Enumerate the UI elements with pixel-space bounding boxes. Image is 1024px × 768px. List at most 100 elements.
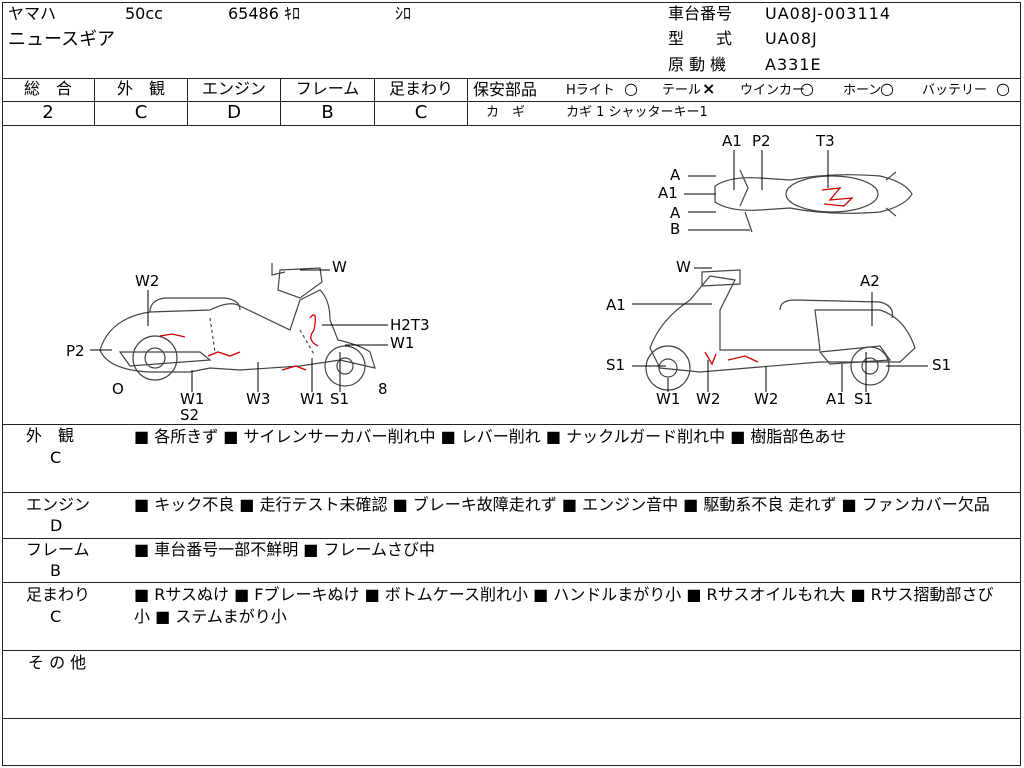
- safety-mark-winker: ○: [800, 79, 814, 98]
- maker: ヤマハ: [8, 4, 57, 23]
- divider: [467, 78, 468, 125]
- svg-text:S1: S1: [932, 356, 951, 374]
- safety-mark-battery: ○: [996, 79, 1010, 98]
- grade-value-exterior: C: [134, 102, 148, 123]
- grade-label-frame: フレーム: [295, 79, 360, 98]
- section-grade: C: [50, 607, 62, 626]
- grade-label-exterior: 外 観: [116, 79, 165, 98]
- svg-text:W1: W1: [390, 334, 414, 352]
- divider: [2, 125, 1021, 126]
- damage-marks-top: [821, 187, 854, 207]
- key-label: カ ギ: [486, 105, 526, 120]
- section-text: ■ Rサスぬけ ■ Fブレーキぬけ ■ ボトムケース削れ小 ■ ハンドルまがり小…: [134, 585, 994, 626]
- safety-item-winker: ウインカー: [740, 83, 806, 98]
- safety-item-headlight: Hライト: [566, 83, 615, 98]
- grade-value-engine: D: [227, 102, 241, 123]
- svg-text:W1: W1: [300, 390, 324, 408]
- svg-text:W2: W2: [754, 390, 778, 408]
- svg-text:A1: A1: [722, 132, 742, 150]
- svg-text:P2: P2: [66, 342, 85, 360]
- svg-text:W: W: [676, 258, 691, 276]
- key-value: カギ 1 シャッターキー1: [566, 105, 708, 120]
- frame-no: UA08J-003114: [765, 4, 892, 23]
- model-name: ニュースギア: [8, 29, 116, 50]
- svg-text:W1: W1: [656, 390, 680, 408]
- section-grade: B: [50, 561, 61, 580]
- svg-text:A1: A1: [826, 390, 846, 408]
- divider: [94, 78, 95, 125]
- grade-label-engine: エンジン: [201, 79, 266, 98]
- svg-text:W2: W2: [696, 390, 720, 408]
- section-text: ■ 各所きず ■ サイレンサーカバー削れ中 ■ レバー削れ ■ ナックルガード削…: [134, 427, 847, 446]
- svg-text:S1: S1: [854, 390, 873, 408]
- mileage: 65486 ｷﾛ: [228, 4, 300, 23]
- divider: [187, 78, 188, 125]
- divider: [2, 650, 1021, 651]
- grade-value-suspension: C: [414, 102, 428, 123]
- svg-text:S1: S1: [606, 356, 625, 374]
- engine-value: A331E: [765, 55, 822, 74]
- divider: [468, 101, 1021, 102]
- svg-text:W: W: [332, 258, 347, 276]
- divider: [2, 582, 1021, 583]
- frame-no-label: 車台番号: [668, 4, 733, 23]
- type-label: 型 式: [668, 29, 733, 48]
- safety-item-horn: ホーン: [843, 83, 882, 98]
- scooter-top-view: [714, 169, 913, 233]
- svg-text:W1: W1: [180, 390, 204, 408]
- damage-marks-left: [159, 314, 319, 371]
- section-label: そ の 他: [28, 653, 87, 672]
- divider: [280, 78, 281, 125]
- top-labels: A1 P2 T3 A A1 A B: [658, 132, 835, 238]
- scooter-left-view: [99, 263, 376, 387]
- svg-text:W3: W3: [246, 390, 270, 408]
- divider: [2, 424, 1021, 425]
- svg-text:A1: A1: [658, 184, 678, 202]
- svg-text:A: A: [670, 204, 681, 222]
- divider: [2, 78, 1021, 79]
- grade-label-total: 総 合: [23, 79, 72, 98]
- section-grade: C: [50, 448, 62, 467]
- section-label: エンジン: [26, 495, 91, 514]
- section-label: 外 観: [26, 426, 75, 445]
- grade-value-total: 2: [42, 102, 54, 123]
- svg-text:S1: S1: [330, 390, 349, 408]
- divider: [2, 538, 1021, 539]
- svg-text:A2: A2: [860, 272, 880, 290]
- svg-text:A1: A1: [606, 296, 626, 314]
- left-labels: W W2 H2T3 W1 P2 O W1 S2 W3 W1 S1 8: [66, 258, 430, 424]
- right-labels: W A2 A1 S1 S1 W1 W2 W2 A1 S1: [606, 258, 951, 408]
- svg-text:T3: T3: [815, 132, 835, 150]
- section-text: ■ キック不良 ■ 走行テスト未確認 ■ ブレーキ故障走れず ■ エンジン音中 …: [134, 495, 990, 514]
- damage-marks-right: [704, 351, 759, 366]
- damage-diagram: W W2 H2T3 W1 P2 O W1 S2 W3 W1 S1 8 W A2 …: [66, 132, 951, 424]
- divider: [2, 101, 468, 102]
- section-grade: D: [50, 516, 63, 535]
- safety-item-battery: バッテリー: [922, 83, 988, 98]
- section-label: フレーム: [26, 540, 90, 559]
- svg-text:8: 8: [378, 380, 388, 398]
- svg-text:W2: W2: [135, 272, 159, 290]
- grade-label-suspension: 足まわり: [388, 79, 453, 98]
- safety-item-tail: テール: [662, 83, 702, 98]
- svg-text:O: O: [112, 380, 124, 398]
- color: ｼﾛ: [395, 4, 412, 23]
- section-label: 足まわり: [26, 585, 91, 604]
- safety-mark-tail: ×: [702, 79, 716, 98]
- safety-mark-horn: ○: [880, 79, 894, 98]
- divider: [374, 78, 375, 125]
- section-text: ■ 車台番号一部不鮮明 ■ フレームさび中: [134, 540, 436, 559]
- divider: [2, 492, 1021, 493]
- svg-text:S2: S2: [180, 406, 199, 424]
- svg-text:P2: P2: [752, 132, 771, 150]
- grade-value-frame: B: [321, 102, 334, 123]
- engine-label: 原 動 機: [668, 55, 727, 74]
- safety-label: 保安部品: [473, 80, 538, 99]
- divider: [2, 718, 1021, 719]
- svg-text:B: B: [670, 220, 680, 238]
- safety-mark-headlight: ○: [624, 79, 638, 98]
- displacement: 50cc: [125, 4, 163, 23]
- type-value: UA08J: [765, 29, 818, 48]
- svg-text:A: A: [670, 166, 681, 184]
